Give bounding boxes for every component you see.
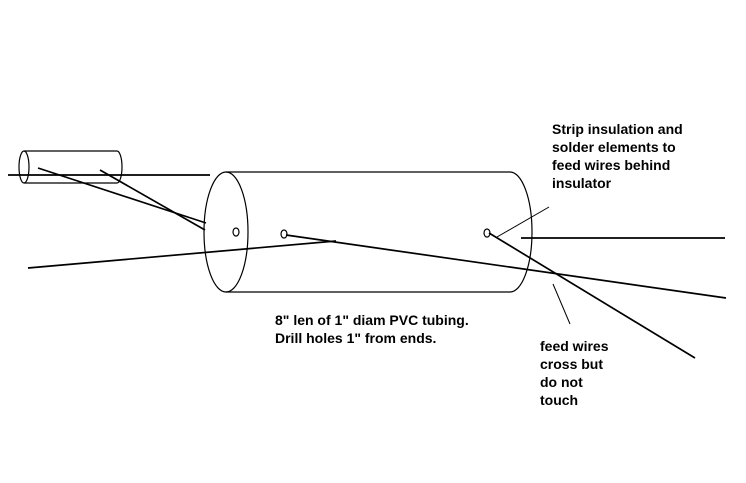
small-pipe-end xyxy=(18,150,30,184)
antenna-element-left xyxy=(27,240,337,269)
feed-wires-cross-note: feed wires cross but do not touch xyxy=(540,337,608,409)
note-line: touch xyxy=(540,392,579,408)
note-line: feed wires xyxy=(540,338,609,354)
note-line: solder elements to xyxy=(552,139,676,155)
cross-note-pointer xyxy=(552,283,571,325)
feed-wire xyxy=(285,234,727,299)
note-line: cross but xyxy=(540,356,604,372)
note-line: Strip insulation and xyxy=(552,121,683,137)
main-pvc-tube xyxy=(203,171,533,293)
note-line: do not xyxy=(540,374,583,390)
note-line: feed wires behind xyxy=(552,157,671,173)
tube-left-end xyxy=(203,171,249,293)
drill-hole xyxy=(280,229,288,239)
feed-wire xyxy=(99,169,206,231)
strip-note-pointer xyxy=(496,206,550,238)
strip-insulation-note: Strip insulation and solder elements to … xyxy=(552,120,683,192)
feed-wire xyxy=(37,167,207,224)
note-line: 8" len of 1" diam PVC tubing. xyxy=(275,312,469,328)
feed-wire xyxy=(488,232,696,359)
drill-hole xyxy=(232,227,240,237)
tube-dimensions-note: 8" len of 1" diam PVC tubing. Drill hole… xyxy=(275,311,469,347)
note-line: insulator xyxy=(552,175,612,191)
note-line: Drill holes 1" from ends. xyxy=(275,330,437,346)
